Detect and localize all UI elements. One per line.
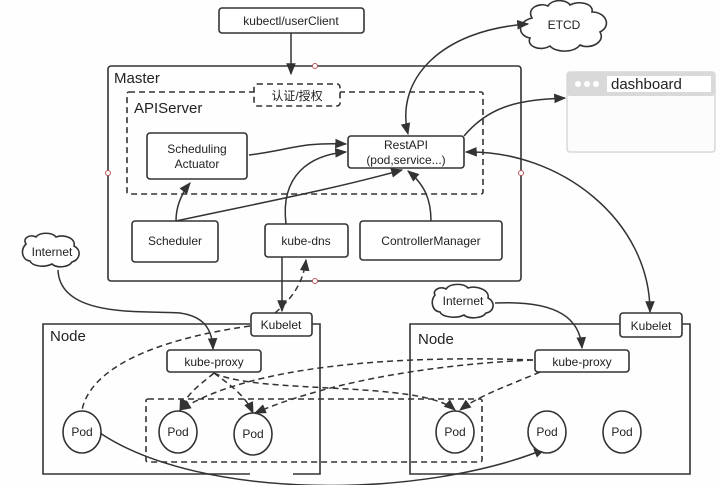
edge-restapi-to-dashboard <box>463 93 567 137</box>
kube-dns-label: kube-dns <box>281 234 330 248</box>
kubelet-right-label: Kubelet <box>631 319 672 333</box>
edge-proxy-to-pod <box>179 372 215 412</box>
kubelet-left-label: Kubelet <box>261 318 302 332</box>
restapi-label-1: RestAPI <box>384 138 428 152</box>
kube-proxy-right-label: kube-proxy <box>552 355 611 369</box>
kube-proxy-right-node[interactable]: kube-proxy <box>534 349 630 373</box>
kube-proxy-left-label: kube-proxy <box>184 355 243 369</box>
edge-scheduler-to-actuator <box>175 182 191 222</box>
kubectl-client-node[interactable]: kubectl/userClient <box>218 7 365 34</box>
node-left-title: Node <box>50 328 86 345</box>
restapi-label-2: (pod,service...) <box>366 153 445 167</box>
scheduler-node[interactable]: Scheduler <box>131 220 219 263</box>
pod-label: Pod <box>611 425 632 439</box>
edge-proxy-to-pod <box>213 372 456 411</box>
window-dot-icon <box>575 81 581 87</box>
edge-kubedns-to-restapi <box>284 148 348 225</box>
kubelet-left-node[interactable]: Kubelet <box>250 312 313 337</box>
pod[interactable]: Pod <box>435 410 475 454</box>
apiserver-title: APIServer <box>134 100 202 117</box>
etcd-label: ETCD <box>548 18 581 32</box>
internet-right-label: Internet <box>443 294 484 308</box>
pod[interactable]: Pod <box>233 412 273 456</box>
edge-pod-to-pod <box>99 432 547 485</box>
window-dot-icon <box>593 81 599 87</box>
edge-restapi-right-kubelet <box>464 146 655 314</box>
node-right-title: Node <box>418 331 454 348</box>
dashboard-label: dashboard <box>611 76 682 93</box>
edge-right-proxy-to-pod <box>178 358 534 411</box>
edge-kubelet-to-pod-dashed <box>81 325 251 411</box>
internet-left-label: Internet <box>32 245 73 259</box>
kubectl-client-label: kubectl/userClient <box>243 14 339 28</box>
internet-cloud-right[interactable]: Internet <box>431 283 494 319</box>
edge-internet-to-left-proxy <box>57 269 218 351</box>
pod-label: Pod <box>167 425 188 439</box>
scheduler-label: Scheduler <box>148 234 202 248</box>
controller-manager-label: ControllerManager <box>381 234 480 248</box>
master-title: Master <box>114 70 160 87</box>
edge-scheduler-to-restapi <box>175 168 404 222</box>
scheduling-actuator-label-2: Actuator <box>175 157 220 171</box>
auth-box[interactable] <box>253 83 341 107</box>
pod-label: Pod <box>536 425 557 439</box>
node-right-frame: Node <box>409 323 691 475</box>
edge-restapi-etcd <box>400 19 530 136</box>
kubelet-right-node[interactable]: Kubelet <box>619 312 683 338</box>
kube-proxy-left-node[interactable]: kube-proxy <box>166 349 262 373</box>
edge-right-proxy-to-pod <box>253 359 534 414</box>
pod-label: Pod <box>444 425 465 439</box>
controller-manager-node[interactable]: ControllerManager <box>359 220 503 261</box>
edge-dashed-to-kubedns <box>274 258 310 314</box>
pod[interactable]: Pod <box>602 410 642 454</box>
restapi-node[interactable]: RestAPI (pod,service...) <box>347 135 465 169</box>
etcd-cloud[interactable]: ETCD <box>519 0 608 52</box>
auth-label: 认证/授权 <box>271 88 322 103</box>
pod[interactable]: Pod <box>62 410 102 454</box>
pod[interactable]: Pod <box>527 410 567 454</box>
pod-label: Pod <box>71 425 92 439</box>
scheduling-actuator-node[interactable]: Scheduling Actuator <box>146 132 248 180</box>
pod-label: Pod <box>242 427 263 441</box>
window-dot-icon <box>584 81 590 87</box>
pod[interactable]: Pod <box>158 410 198 454</box>
edge-internet-to-right-proxy <box>494 301 587 350</box>
dashboard-window[interactable]: dashboard <box>566 71 716 153</box>
internet-cloud-left[interactable]: Internet <box>21 232 80 268</box>
edge-proxy-to-pod <box>213 372 254 415</box>
edge-actuator-to-restapi <box>248 138 348 156</box>
edge-right-proxy-to-pod <box>459 371 541 411</box>
kube-dns-node[interactable]: kube-dns <box>264 223 349 258</box>
edge-controller-to-restapi <box>407 170 432 222</box>
scheduling-actuator-label-1: Scheduling <box>167 142 226 156</box>
service-group <box>145 398 483 463</box>
